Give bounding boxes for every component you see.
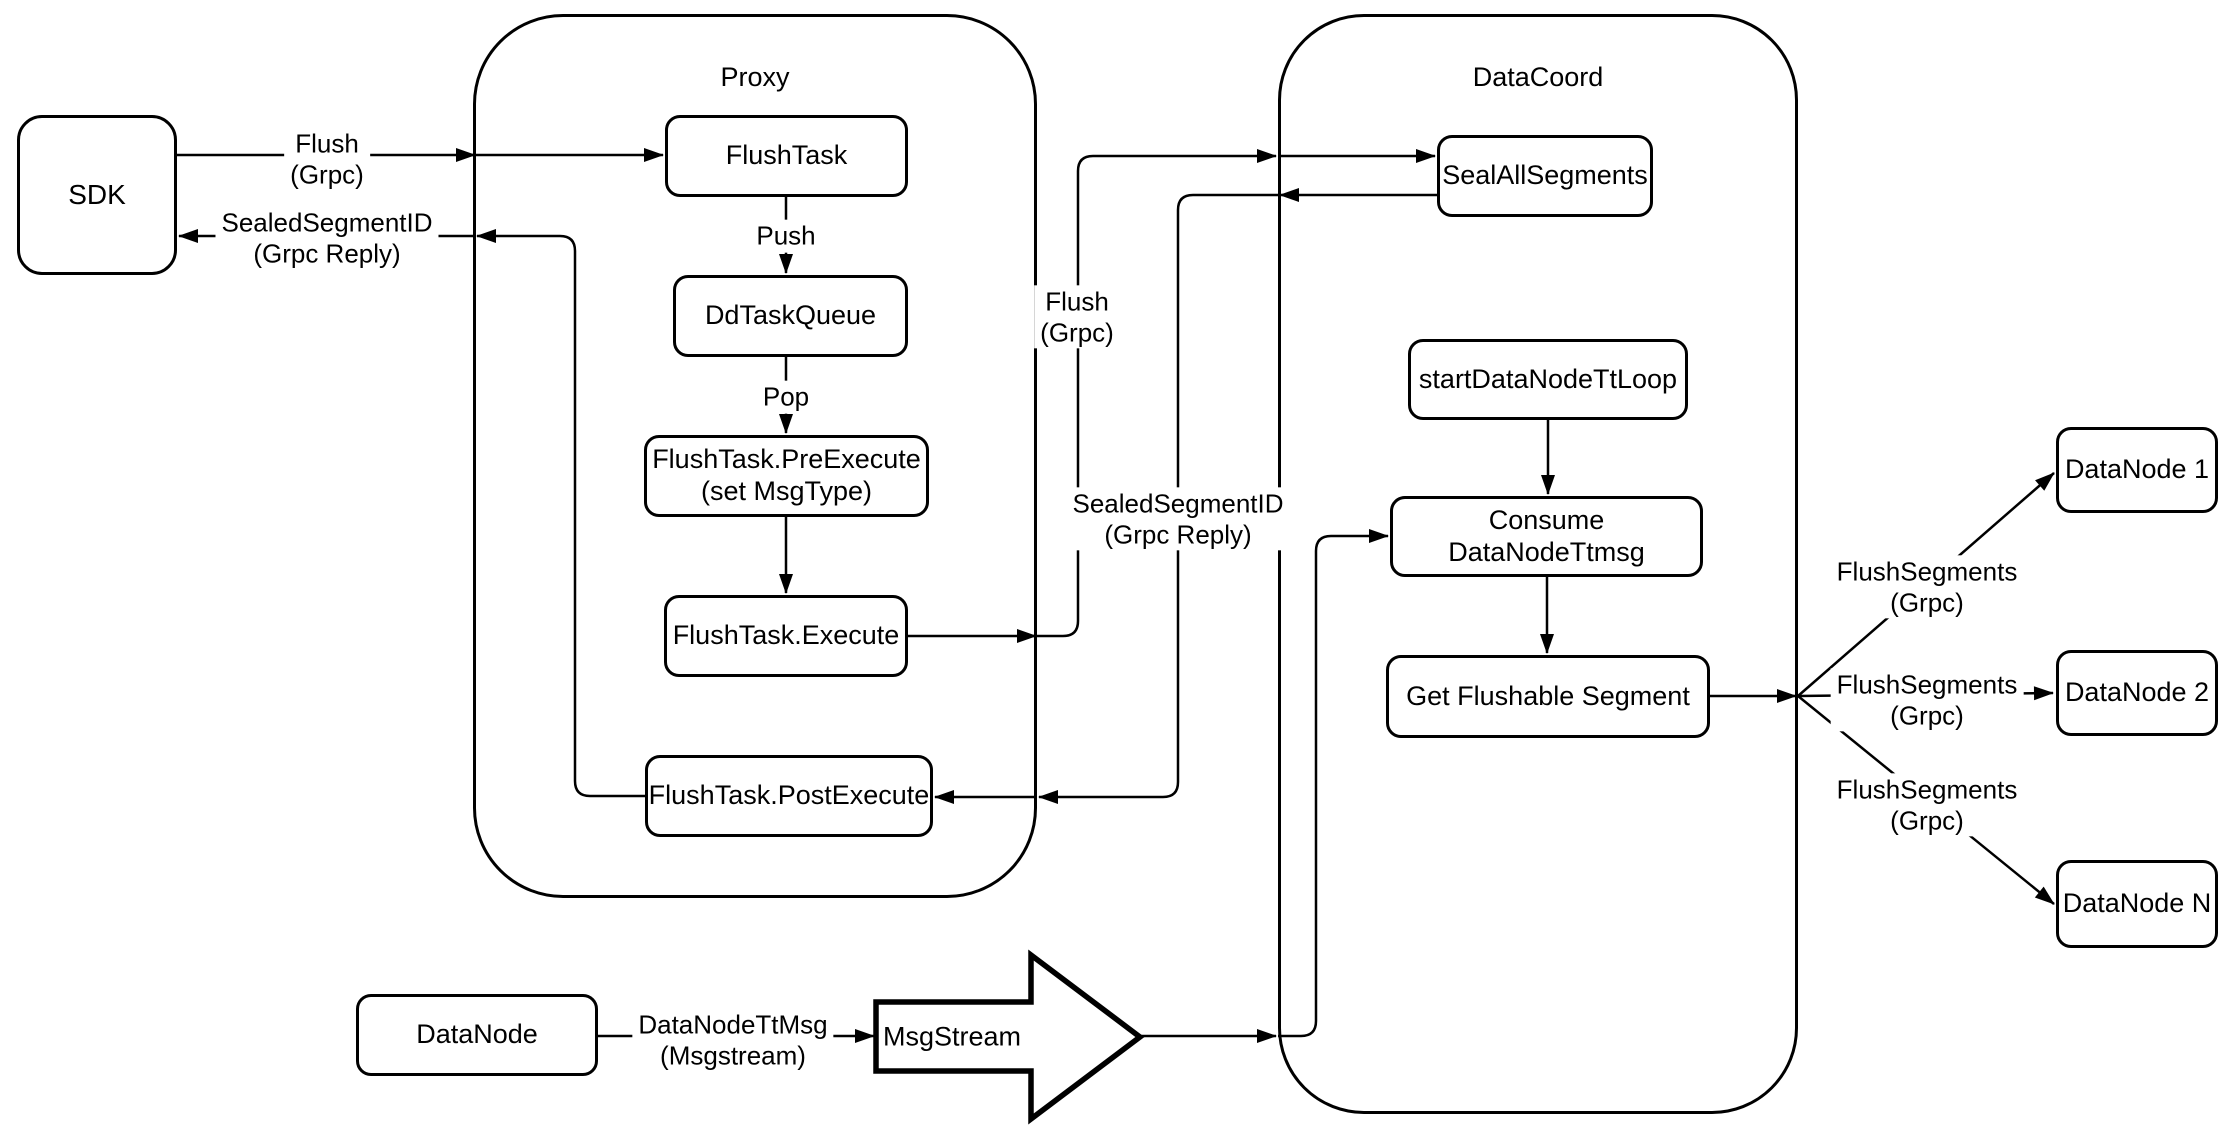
edge-label-datanodettmsg-line2: (Msgstream) [660,1040,806,1070]
node-startdatanodettloop: startDataNodeTtLoop [1408,339,1688,420]
node-ddtaskqueue-label: DdTaskQueue [704,300,877,331]
node-datanode-2: DataNode 2 [2056,650,2218,736]
node-sealallsegments-label: SealAllSegments [1442,160,1648,191]
edge-label-datanodettmsg-line1: DataNodeTtMsg [638,1009,828,1040]
node-datanode-source: DataNode [356,994,598,1076]
edge-label-flush-grpc-mid: Flush (Grpc) [1034,285,1120,349]
edge-label-push: Push [750,219,822,253]
node-startdatanodettloop-label: startDataNodeTtLoop [1418,363,1678,394]
edge-label-sealedsegmentid-sdk-line1: SealedSegmentID [221,207,433,238]
node-datanode-n: DataNode N [2056,860,2218,948]
edge-label-sealedsegmentid-mid-line2: (Grpc Reply) [1104,519,1252,549]
edge-proxy-border-to-datacoord-border-flush [1037,149,1277,638]
node-datanode-n-label: DataNode N [2062,888,2212,919]
edge-label-flush-grpc-mid-line1: Flush [1045,286,1109,317]
node-sdk: SDK [17,115,177,275]
edge-label-sealedsegmentid-mid: SealedSegmentID (Grpc Reply) [1066,487,1290,551]
proxy-container-title: Proxy [720,62,790,92]
edge-label-sealedsegmentid-sdk-line2: (Grpc Reply) [253,238,401,268]
node-flushtask-postexecute: FlushTask.PostExecute [645,755,933,837]
edge-label-flush-grpc-sdk-line1: Flush [295,128,359,159]
node-get-flushable-segment: Get Flushable Segment [1386,655,1710,738]
edge-label-flushsegments-2-line2: (Grpc) [1890,700,1964,730]
node-datanode-source-label: DataNode [416,1019,538,1050]
node-consume-datanodettmsg-label: Consume DataNodeTtmsg [1448,504,1645,567]
edge-label-flushsegments-n: FlushSegments (Grpc) [1830,773,2024,837]
node-flushtask: FlushTask [665,115,908,197]
datacoord-container-title: DataCoord [1472,62,1604,92]
edge-postexecute-to-proxy-border [476,229,645,798]
node-flushtask-preexecute-line1: FlushTask.PreExecute [652,444,921,475]
edge-label-flushsegments-1-line1: FlushSegments [1836,556,2018,587]
node-datanode-1-label: DataNode 1 [2064,454,2210,485]
edge-label-flushsegments-n-line1: FlushSegments [1836,774,2018,805]
node-flushtask-postexecute-label: FlushTask.PostExecute [648,780,930,811]
edge-label-flush-grpc-mid-line2: (Grpc) [1040,317,1114,347]
proxy-container [473,14,1037,898]
edge-label-sealedsegmentid-mid-line1: SealedSegmentID [1072,488,1284,519]
node-sealallsegments: SealAllSegments [1437,135,1653,217]
node-flushtask-preexecute: FlushTask.PreExecute (set MsgType) [644,435,929,517]
edge-label-flushsegments-n-line2: (Grpc) [1890,805,1964,835]
node-get-flushable-segment-label: Get Flushable Segment [1406,680,1690,711]
node-datanode-1: DataNode 1 [2056,427,2218,513]
node-sdk-label: SDK [68,179,126,211]
edge-label-flushsegments-1-line2: (Grpc) [1890,587,1964,617]
edge-label-flush-grpc-sdk-line2: (Grpc) [290,159,364,189]
node-ddtaskqueue: DdTaskQueue [673,275,908,357]
msgstream-arrow-shape [873,949,1145,1125]
edge-label-pop: Pop [756,380,816,414]
edge-label-flushsegments-2: FlushSegments (Grpc) [1830,668,2024,732]
msgstream-shape-label: MsgStream [882,1021,1022,1052]
edge-label-flushsegments-2-line1: FlushSegments [1836,669,2018,700]
edge-label-flush-grpc-sdk: Flush (Grpc) [284,127,370,191]
node-consume-datanodettmsg: Consume DataNodeTtmsg [1390,496,1703,577]
node-flushtask-execute-label: FlushTask.Execute [672,620,900,651]
datacoord-container [1278,14,1798,1114]
edge-label-sealedsegmentid-sdk: SealedSegmentID (Grpc Reply) [215,206,439,270]
edge-datacoord-border-to-consume [1278,529,1389,1038]
edge-label-flushsegments-1: FlushSegments (Grpc) [1830,555,2024,619]
node-flushtask-execute: FlushTask.Execute [664,595,908,677]
edge-label-datanodettmsg: DataNodeTtMsg (Msgstream) [632,1008,834,1072]
node-flushtask-preexecute-line2: (set MsgType) [700,476,873,506]
node-datanode-2-label: DataNode 2 [2064,677,2210,708]
node-flushtask-label: FlushTask [725,140,848,171]
